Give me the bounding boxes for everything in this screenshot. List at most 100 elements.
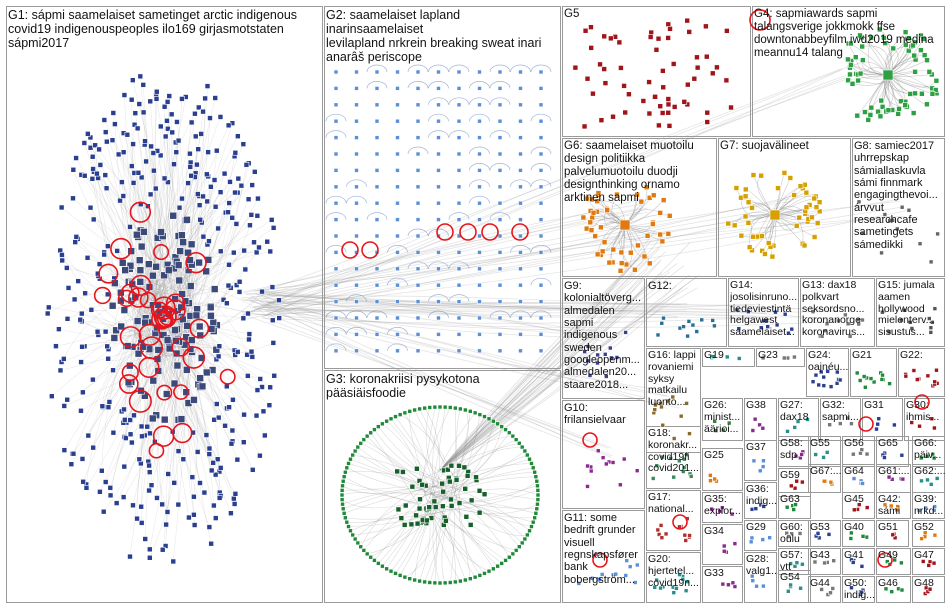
node-g6 (632, 266, 638, 273)
node-g1 (217, 248, 224, 255)
node-g2 (395, 332, 400, 337)
node-g1 (191, 511, 197, 518)
node-g62 (928, 482, 934, 487)
node-g7 (793, 223, 800, 229)
edge-bundle (245, 303, 687, 316)
edge-bundle (240, 76, 852, 317)
node-g16 (678, 413, 684, 419)
node-g2 (415, 168, 421, 173)
node-g3 (482, 571, 487, 576)
edge-g3 (395, 496, 434, 574)
node-g2 (374, 118, 380, 124)
edge-g1 (149, 98, 183, 320)
node-g7 (803, 204, 810, 211)
node-g2 (518, 282, 523, 288)
node-g1 (216, 343, 223, 350)
cluster-panel-g50 (842, 576, 875, 603)
node-g20 (652, 585, 658, 590)
node-g30 (932, 425, 937, 431)
self-loop-g2 (436, 223, 454, 241)
node-g24 (834, 381, 840, 386)
node-g13 (823, 328, 828, 334)
node-g3 (380, 563, 385, 569)
node-g2 (477, 315, 482, 321)
node-g5 (671, 104, 678, 110)
node-g1 (94, 170, 100, 177)
node-g1 (211, 502, 217, 509)
node-g20 (658, 585, 663, 591)
node-g1 (136, 456, 143, 463)
arc-g2 (325, 212, 347, 220)
node-g2 (538, 266, 544, 272)
node-g2 (456, 184, 462, 190)
node-g1 (175, 137, 182, 144)
node-g4 (902, 29, 909, 35)
node-g13 (847, 334, 853, 339)
edge-g3 (455, 446, 523, 484)
node-g21 (854, 370, 860, 376)
edge-g3 (341, 499, 422, 509)
arc-g2 (510, 179, 531, 187)
node-g2 (456, 250, 462, 255)
node-g2 (354, 86, 359, 91)
edge-g1 (155, 319, 163, 505)
node-g2 (518, 266, 523, 272)
node-g1 (99, 403, 106, 410)
node-g1 (242, 266, 249, 273)
node-g2 (436, 282, 441, 288)
node-g3 (503, 427, 508, 432)
edge-g3 (343, 486, 457, 510)
node-g1 (212, 95, 219, 101)
node-g1 (106, 399, 113, 405)
node-g2 (497, 282, 503, 288)
arc-g2 (407, 64, 429, 73)
node-g55 (824, 450, 830, 455)
node-g63 (784, 504, 790, 510)
node-g2 (538, 315, 544, 321)
node-g3 (427, 580, 433, 585)
edge-g3 (420, 491, 536, 514)
edge-g1 (149, 146, 157, 321)
node-g6 (610, 246, 617, 253)
node-g66 (924, 454, 930, 459)
edge-bundle (439, 229, 667, 471)
arc-g2 (448, 64, 470, 73)
node-g4 (924, 101, 930, 108)
node-g9 (585, 344, 591, 349)
node-g31 (892, 422, 897, 428)
node-g5 (572, 64, 579, 71)
self-loop (914, 394, 930, 410)
node-g7 (738, 232, 745, 239)
edge-g1 (113, 322, 192, 371)
node-g54 (788, 582, 793, 588)
node-g1 (159, 501, 165, 508)
node-g2 (333, 348, 339, 354)
edge-g3 (354, 491, 439, 540)
node-g1 (186, 514, 192, 521)
node-g51 (890, 532, 896, 538)
cluster-panel-g19 (702, 348, 755, 367)
arc-g2 (346, 327, 367, 335)
node-g1 (269, 317, 276, 324)
node-g1 (270, 225, 277, 231)
node-g52 (919, 536, 924, 541)
node-g19 (736, 356, 742, 361)
node-g21 (868, 376, 874, 381)
self-loop-g4 (749, 9, 771, 31)
cluster-panel-g23 (756, 348, 805, 367)
node-g1 (131, 412, 137, 419)
node-g2 (456, 315, 462, 321)
edge-bundle (250, 212, 781, 308)
node-g1 (229, 215, 236, 221)
node-g1 (206, 451, 213, 457)
edge-bundle (266, 313, 612, 449)
edge-g3 (343, 476, 425, 505)
edge-g3 (432, 423, 498, 511)
node-g1 (214, 456, 221, 463)
node-g4 (847, 40, 854, 47)
node-g59 (794, 478, 799, 484)
edge-bundle (439, 251, 646, 471)
node-g1 (196, 374, 204, 382)
node-g1 (165, 471, 171, 477)
node-g3 (535, 497, 541, 502)
